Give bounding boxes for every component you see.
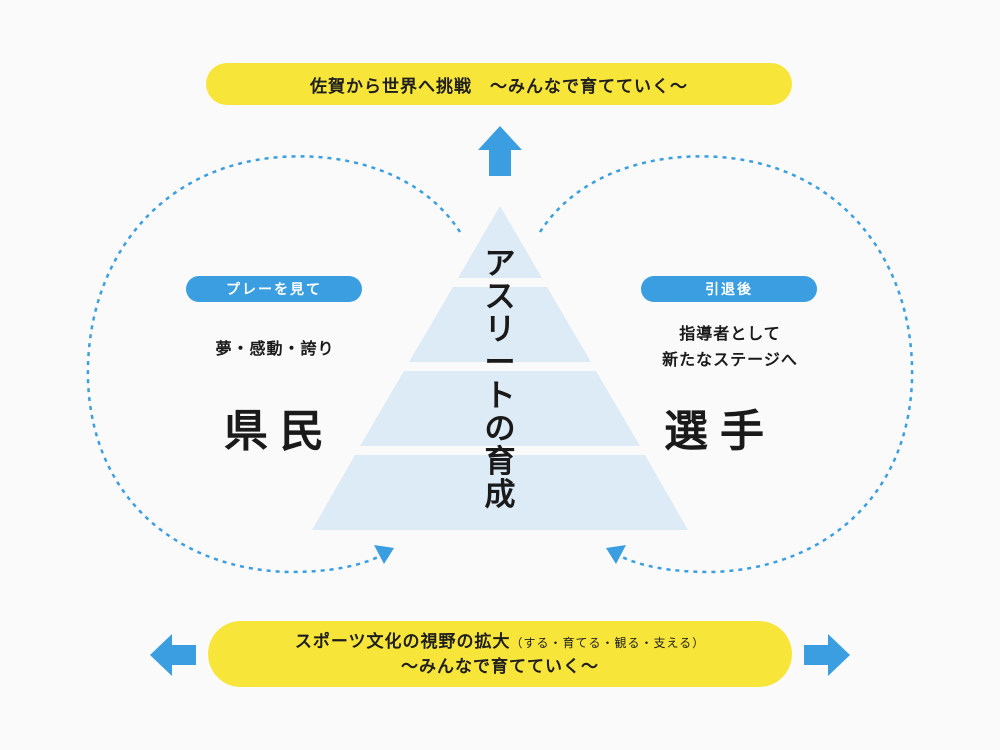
pyramid-char: ー (484, 345, 516, 381)
top-banner: 佐賀から世界へ挑戦 ～みんなで育てていく～ (206, 63, 792, 105)
right-tag-label: 引退後 (705, 282, 753, 298)
pyramid-char: ア (484, 246, 516, 282)
left-loop-arrowhead-icon (374, 545, 394, 564)
bottom-banner-main: スポーツ文化の視野の拡大 (294, 631, 511, 652)
bottom-banner-small: （する・育てる・観る・支える） (510, 635, 706, 650)
left-cycle-loop (86, 155, 462, 574)
pyramid-tier-3 (360, 371, 640, 446)
pyramid-char: ト (484, 378, 516, 414)
right-arrow-icon (804, 634, 850, 676)
left-title: 県民 (224, 406, 336, 457)
up-arrow-icon (478, 126, 522, 176)
left-tag-label: プレーを見て (226, 282, 322, 298)
top-banner-text: 佐賀から世界へ挑戦 ～みんなで育てていく～ (310, 76, 688, 97)
left-arrow-icon (150, 634, 196, 676)
pyramid-char: 成 (484, 477, 516, 513)
left-subtitle: 夢・感動・誇り (215, 339, 335, 358)
left-tag-badge: プレーを見て (186, 276, 362, 302)
right-subtitle-line1: 指導者として (679, 324, 781, 343)
pyramid-char: ス (484, 279, 516, 315)
pyramid-label: ア ス リ ー ト の 育 成 (478, 248, 522, 512)
bottom-banner-line1: スポーツ文化の視野の拡大（する・育てる・観る・支える） (295, 630, 705, 655)
bottom-banner-line2: ～みんなで育てていく～ (401, 656, 599, 677)
right-title: 選手 (664, 406, 776, 457)
pyramid-char: の (484, 411, 516, 447)
right-subtitle-line2: 新たなステージへ (662, 350, 798, 369)
pyramid-tier-2 (409, 287, 591, 362)
bottom-banner: スポーツ文化の視野の拡大（する・育てる・観る・支える） ～みんなで育てていく～ (208, 621, 792, 687)
pyramid-char: 育 (484, 444, 516, 480)
pyramid-tier-4 (312, 455, 688, 530)
right-subtitle: 指導者として 新たなステージへ (620, 321, 840, 373)
right-tag-badge: 引退後 (641, 276, 817, 302)
right-cycle-loop (538, 155, 914, 574)
pyramid-tier-1 (458, 206, 542, 278)
right-loop-arrowhead-icon (606, 545, 626, 564)
pyramid-char: リ (484, 312, 516, 348)
